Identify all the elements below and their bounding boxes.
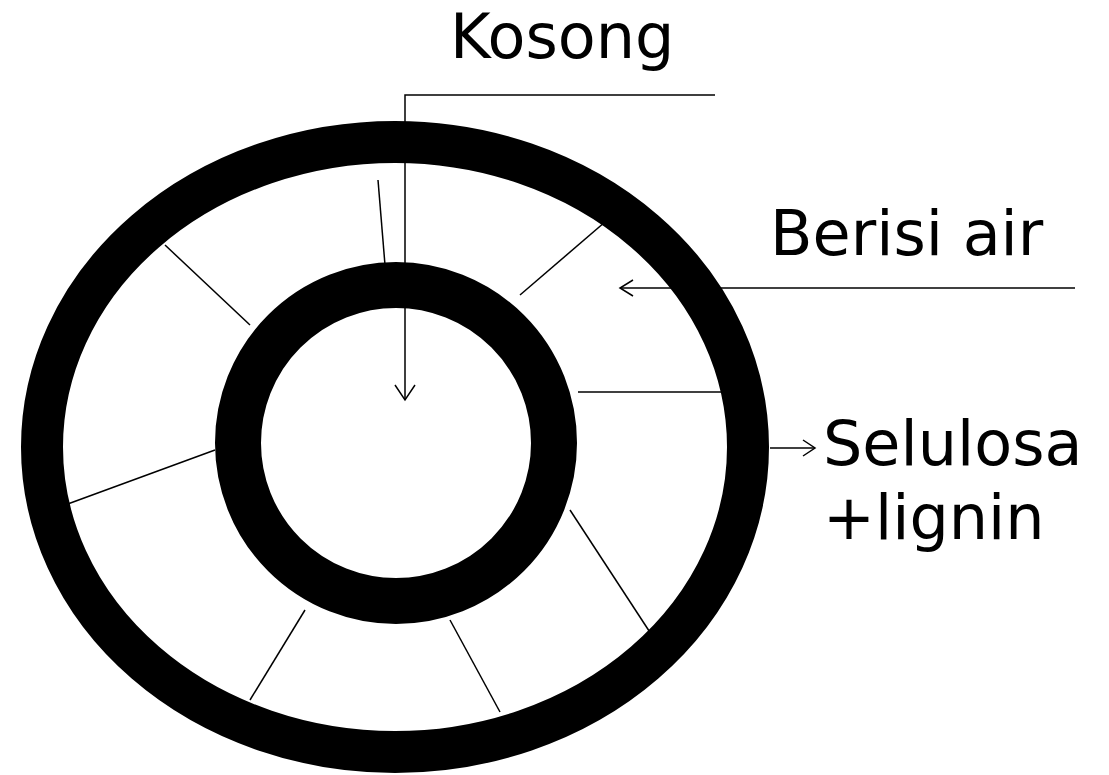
wall-material-label: Selulosa +lignin: [823, 407, 1098, 555]
water-filled-label: Berisi air: [770, 197, 1043, 271]
radial-walls: [65, 180, 722, 712]
outer-wall: [42, 142, 748, 752]
leader-lines: [395, 95, 1075, 456]
inner-wall: [238, 285, 554, 601]
empty-lumen-label: Kosong: [450, 0, 674, 74]
